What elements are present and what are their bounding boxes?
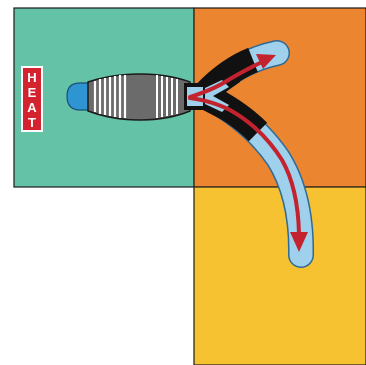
heat-letter-h: H: [27, 70, 36, 85]
pipe-capsule: [87, 73, 191, 121]
heat-source-tip: [66, 82, 93, 111]
flow-arrow-down-head: [290, 232, 308, 252]
heat-badge: H E A T: [21, 66, 43, 132]
flow-arrow-down: [188, 96, 301, 236]
heat-letter-e: E: [28, 85, 37, 100]
heat-badge-box: [21, 66, 43, 132]
flow-arrow-up-head: [256, 54, 276, 69]
right-ribs: [156, 75, 178, 118]
left-ribs: [93, 75, 127, 118]
heat-letter-t: T: [28, 115, 36, 130]
flow-arrow-up: [188, 60, 264, 99]
yellow-panel: [193, 186, 366, 365]
flow-arrows: [188, 54, 308, 252]
heat-letter-a: A: [27, 100, 37, 115]
